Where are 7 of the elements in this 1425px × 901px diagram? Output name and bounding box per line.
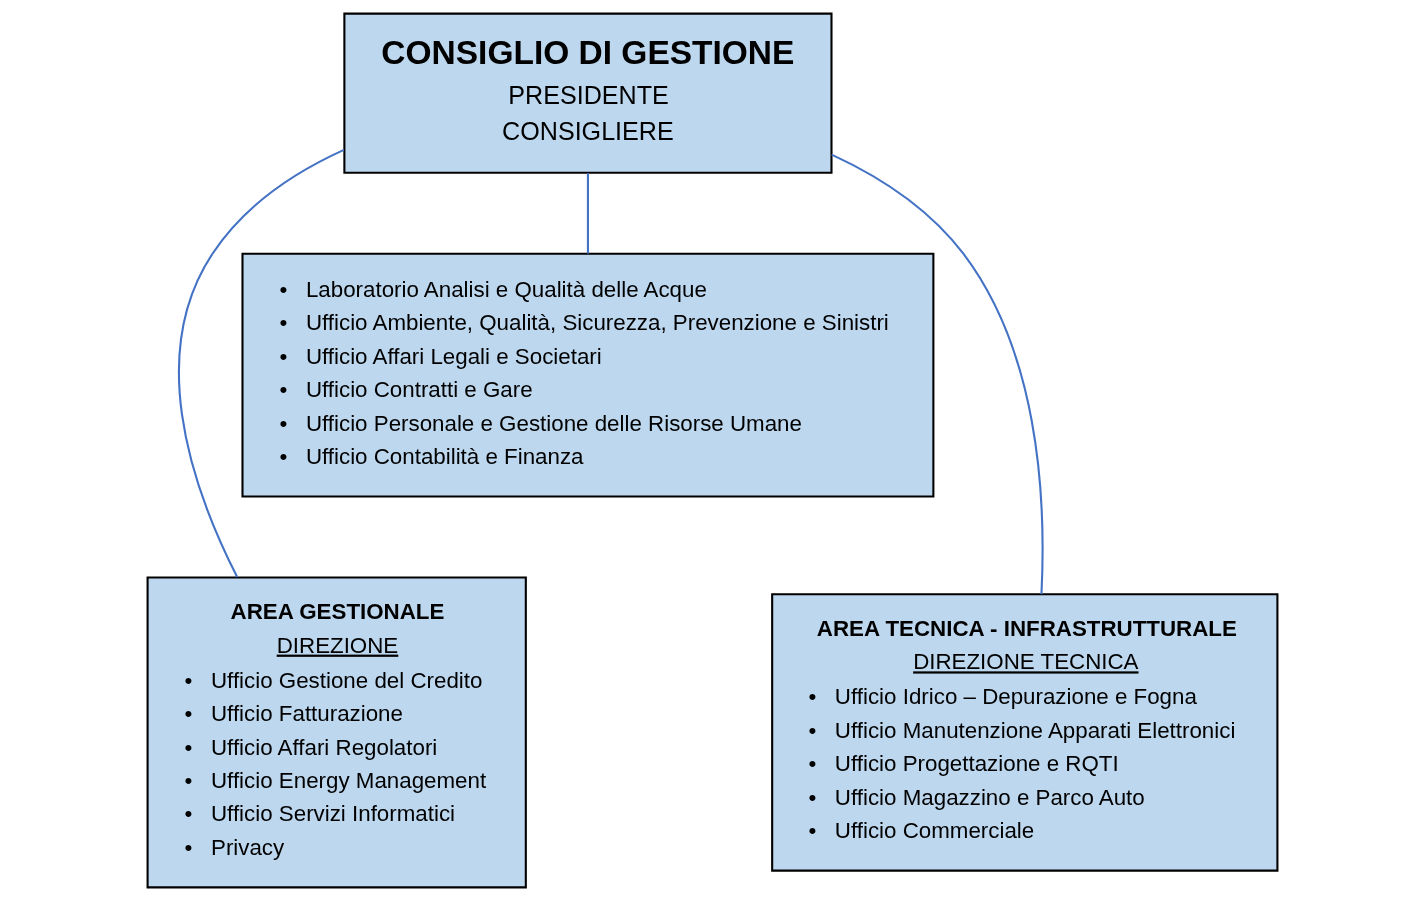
connector: [178, 148, 345, 578]
node-box: CONSIGLIO DI GESTIONE PRESIDENTE CONSIGLIERE: [343, 12, 833, 174]
connector: [831, 153, 1044, 595]
node-box: • Laboratorio Analisi e Qualità delle Acque • Ufficio Ambiente, Qualità, Sicurezza, Prevenzione e Sinistri • Ufficio Affari Legali e Societari • Ufficio Contratti e Gare • Ufficio Personale e Gestione delle Risorse Umane • Ufficio Contabilità e Finanza: [241, 252, 935, 498]
node-box: AREA TECNICA - INFRASTRUTTURALE DIREZIONE TECNICA • Ufficio Idrico – Depurazione e Fogna • Ufficio Manutenzione Apparati Elettronici • Ufficio Progettazione e RQTI • Ufficio Magazzino e Parco Auto • Ufficio Commerciale: [771, 593, 1279, 872]
connector: [586, 173, 589, 254]
node-box: AREA GESTIONALE DIREZIONE • Ufficio Gestione del Credito • Ufficio Fatturazione • Ufficio Affari Regolatori • Ufficio Energy Management • Ufficio Servizi Informatici • Privacy: [146, 576, 527, 889]
